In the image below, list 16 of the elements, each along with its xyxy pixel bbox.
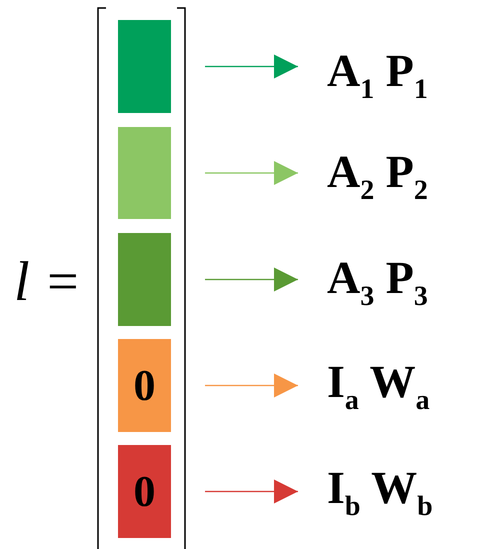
color-block: 0 — [118, 339, 171, 432]
color-block — [118, 20, 171, 113]
formula-text: A$_{3}$ P$_{3}$ — [327, 255, 428, 311]
arrow — [205, 374, 298, 398]
color-block — [118, 127, 171, 219]
color-block: 0 — [118, 445, 171, 538]
formula-text: I$_{a}$ W$_{a}$ — [327, 359, 430, 415]
equation-label: l = — [14, 250, 82, 314]
arrow — [205, 161, 298, 185]
arrow — [205, 54, 298, 78]
arrow — [205, 480, 298, 504]
formula-text: A$_{2}$ P$_{2}$ — [327, 149, 428, 205]
color-block — [118, 233, 171, 326]
formula-text: I$_{b}$ W$_{b}$ — [327, 465, 433, 521]
arrow — [205, 268, 298, 292]
formula-text: A$_{1}$ P$_{1}$ — [327, 48, 428, 104]
